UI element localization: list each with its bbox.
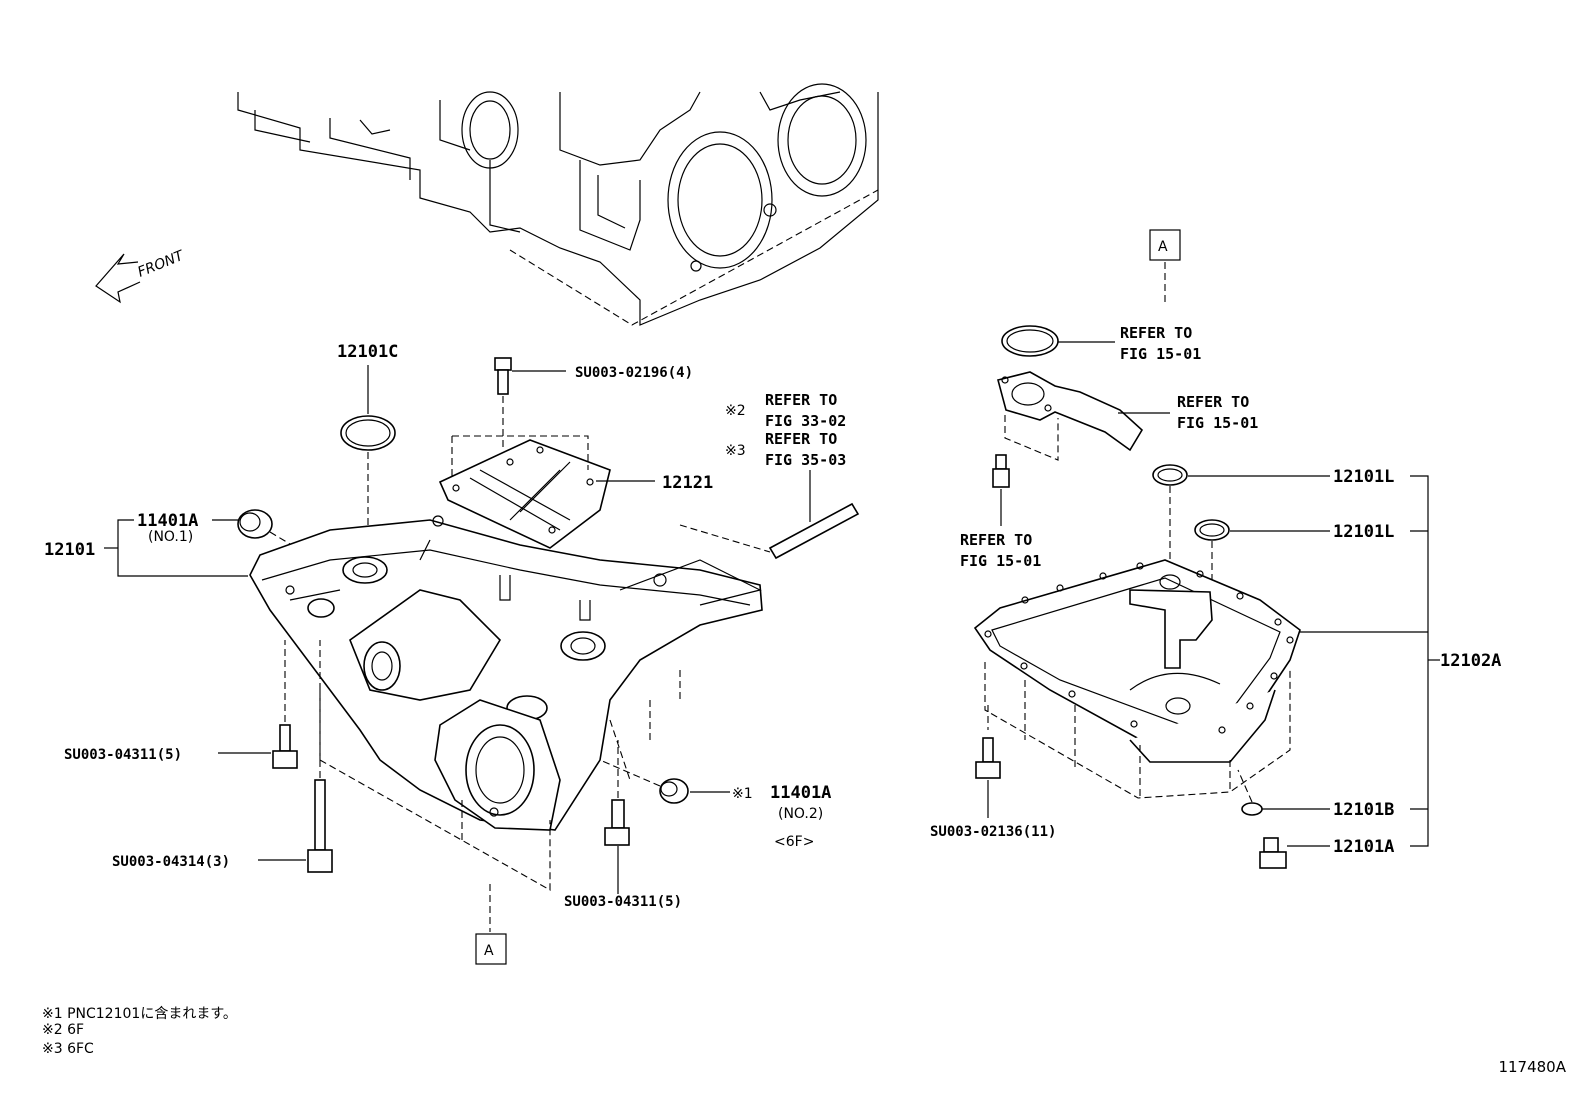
figure-id: 117480A <box>1498 1058 1566 1076</box>
label-su003-02136: SU003-02136(11) <box>930 824 1056 840</box>
ref-33-line1: REFER TO <box>765 391 837 409</box>
ref-35-line1: REFER TO <box>765 430 837 448</box>
ref-box-a-bottom <box>475 933 507 965</box>
lower-oil-pan-12102a[interactable] <box>973 559 1301 763</box>
bolt-02136[interactable] <box>975 737 1001 779</box>
ref-15a-line1: REFER TO <box>1120 324 1192 342</box>
plug-11401a-no2[interactable] <box>659 778 689 804</box>
ref-15b-line2: FIG 15-01 <box>1177 414 1258 432</box>
engine-block <box>237 83 879 326</box>
mark-2: ※2 <box>725 403 746 419</box>
oring-12101c[interactable] <box>340 415 396 451</box>
washer-12101b[interactable] <box>1241 802 1263 816</box>
ref-box-a-top <box>1149 229 1181 261</box>
ref-box-a-top-label: A <box>1158 239 1168 255</box>
footnote-3: ※3 6FC <box>42 1041 94 1057</box>
label-11401a-no2-sub: (NO.2) <box>778 806 823 822</box>
ref-35-line2: FIG 35-03 <box>765 451 846 469</box>
label-11401a-no1-sub: (NO.1) <box>148 529 193 545</box>
mark-3: ※3 <box>725 443 746 459</box>
label-11401a-no2-note: <6F> <box>774 834 814 850</box>
oring-strainer[interactable] <box>1001 325 1059 357</box>
bolt-04311-left[interactable] <box>272 724 298 769</box>
label-12101a: 12101A <box>1333 837 1394 857</box>
ref-15c-line1: REFER TO <box>960 531 1032 549</box>
label-11401a-no1: 11401A <box>137 511 198 531</box>
label-su003-04311-left: SU003-04311(5) <box>64 747 182 763</box>
baffle-plate-12121[interactable] <box>438 439 611 549</box>
label-12101: 12101 <box>44 540 95 560</box>
footnote-1: ※1 PNC12101に含まれます。 <box>42 1006 237 1022</box>
plug-11401a-no1[interactable] <box>237 509 273 539</box>
footnote-2: ※2 6F <box>42 1022 85 1038</box>
ref-15c-line2: FIG 15-01 <box>960 552 1041 570</box>
label-12101c: 12101C <box>337 342 398 362</box>
label-su003-04311-bottom: SU003-04311(5) <box>564 894 682 910</box>
label-12101b: 12101B <box>1333 800 1394 820</box>
ref-15a-line2: FIG 15-01 <box>1120 345 1201 363</box>
front-arrow: FRONT <box>95 247 188 304</box>
label-su003-04314: SU003-04314(3) <box>112 854 230 870</box>
bolt-04314[interactable] <box>307 779 333 873</box>
label-su003-02196: SU003-02196(4) <box>575 365 693 381</box>
stud-bolt[interactable] <box>768 502 860 560</box>
bolt-02196[interactable] <box>494 357 512 395</box>
ref-33-line2: FIG 33-02 <box>765 412 846 430</box>
upper-oil-pan-12101[interactable] <box>249 515 763 831</box>
label-11401a-no2: 11401A <box>770 783 831 803</box>
front-label: FRONT <box>136 247 188 280</box>
label-12101l-2: 12101L <box>1333 522 1394 542</box>
oring-12101l-1[interactable] <box>1152 464 1188 486</box>
label-12102a: 12102A <box>1440 651 1501 671</box>
ref-box-a-bottom-label: A <box>484 943 494 959</box>
label-12121: 12121 <box>662 473 713 493</box>
oil-strainer[interactable] <box>997 371 1144 452</box>
ref-15b-line1: REFER TO <box>1177 393 1249 411</box>
oring-12101l-2[interactable] <box>1194 519 1230 541</box>
drain-plug-12101a[interactable] <box>1259 837 1287 869</box>
bolt-strainer[interactable] <box>992 454 1010 488</box>
mark-1: ※1 <box>732 786 753 802</box>
bolt-04311-bottom[interactable] <box>604 799 630 846</box>
label-12101l-1: 12101L <box>1333 467 1394 487</box>
